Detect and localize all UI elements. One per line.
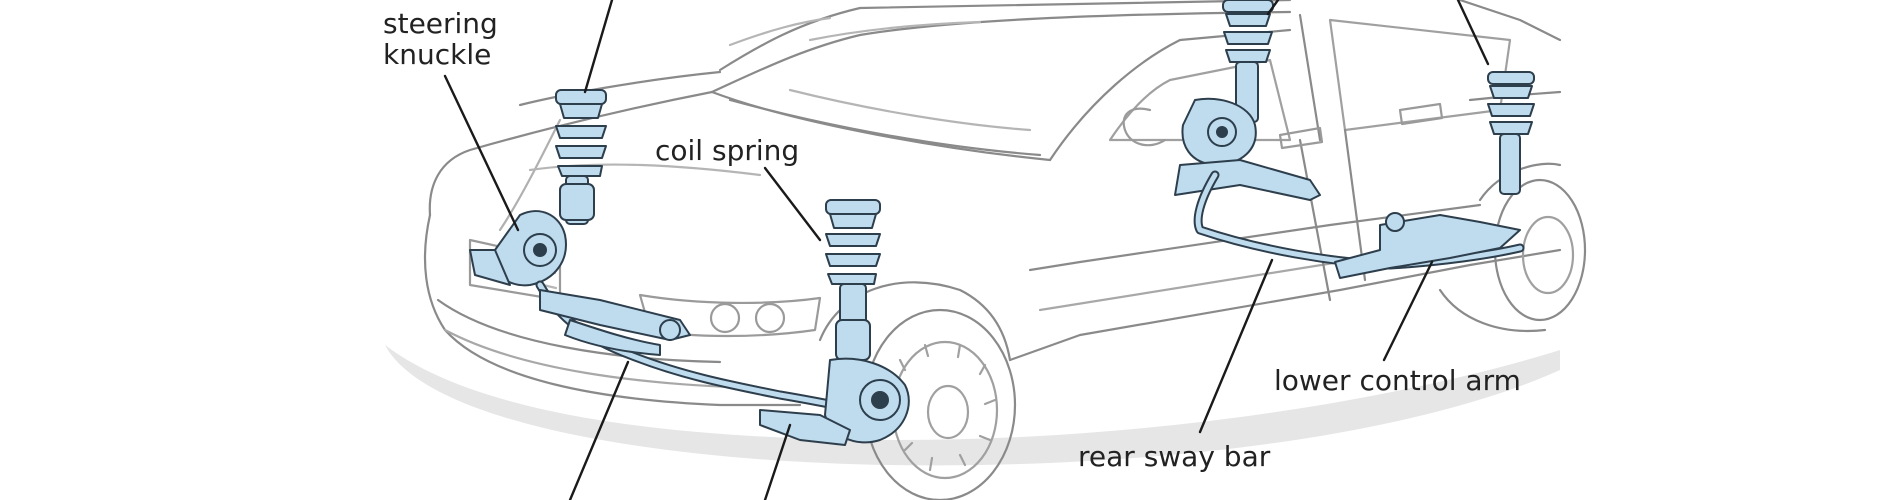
- rear-lower-control-arm: [1334, 214, 1521, 279]
- leader-top-strut: [583, 0, 614, 94]
- label-steering-knuckle: steering knuckle: [383, 8, 498, 70]
- leader-front-control-arm: [763, 423, 792, 500]
- ground-shadow: [385, 345, 1560, 466]
- label-rear-sway-bar: rear sway bar: [1078, 440, 1271, 473]
- leader-lower-control-arm: [1382, 260, 1434, 362]
- front-left-knuckle: [469, 210, 567, 287]
- leader-lines: [443, 0, 1490, 500]
- front-left-strut: [555, 89, 607, 225]
- leader-rear-sway-bar: [1198, 258, 1274, 434]
- suspension-parts: [469, 0, 1535, 446]
- leader-rear-right-strut: [1456, 0, 1490, 66]
- label-steering-knuckle-line2: knuckle: [383, 38, 492, 71]
- leader-rear-strut: [1266, 0, 1280, 16]
- leader-coil-spring: [763, 166, 822, 242]
- label-steering-knuckle-line1: steering: [383, 7, 498, 40]
- front-left-control-arm: [539, 289, 691, 341]
- leader-steering-knuckle: [443, 74, 520, 232]
- label-lower-control-arm: lower control arm: [1274, 364, 1521, 397]
- rear-left-knuckle: [1174, 97, 1321, 201]
- label-coil-spring: coil spring: [655, 134, 800, 167]
- leader-front-sway-bar: [568, 360, 630, 500]
- front-right-knuckle: [759, 357, 910, 446]
- rear-right-strut: [1487, 71, 1535, 195]
- front-right-strut: [825, 199, 881, 361]
